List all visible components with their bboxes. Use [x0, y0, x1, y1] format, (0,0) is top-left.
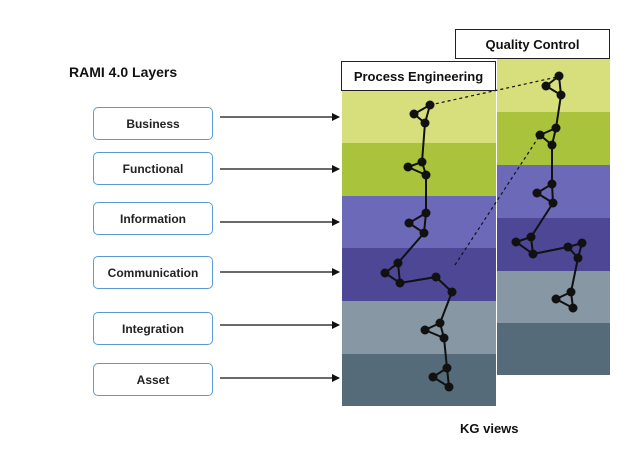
link-business	[429, 76, 558, 106]
process-engineering-label: Process Engineering	[341, 61, 496, 91]
layer-arrows	[220, 113, 340, 382]
layer-box-integration: Integration	[93, 312, 213, 345]
pe-band-communication	[342, 248, 496, 301]
qc-band-asset	[497, 323, 610, 375]
qc-band-information	[497, 165, 610, 218]
pe-graph-nodes	[380, 100, 457, 392]
layer-box-business: Business	[93, 107, 213, 140]
qc-band-business	[497, 59, 610, 112]
cross-view-links	[429, 76, 558, 266]
pe-band-integration	[342, 301, 496, 354]
kg-views-caption: KG views	[460, 421, 519, 436]
process-engineering-stack	[342, 91, 496, 406]
pe-band-functional	[342, 143, 496, 196]
qc-graph-nodes	[511, 71, 587, 313]
layer-box-functional: Functional	[93, 152, 213, 185]
pe-band-asset	[342, 354, 496, 406]
layer-box-information: Information	[93, 202, 213, 235]
link-communication	[454, 134, 541, 266]
quality-control-stack	[497, 59, 610, 375]
quality-control-label: Quality Control	[455, 29, 610, 59]
layer-box-asset: Asset	[93, 363, 213, 396]
layer-box-communication: Communication	[93, 256, 213, 289]
rami-layers-title: RAMI 4.0 Layers	[69, 64, 178, 80]
